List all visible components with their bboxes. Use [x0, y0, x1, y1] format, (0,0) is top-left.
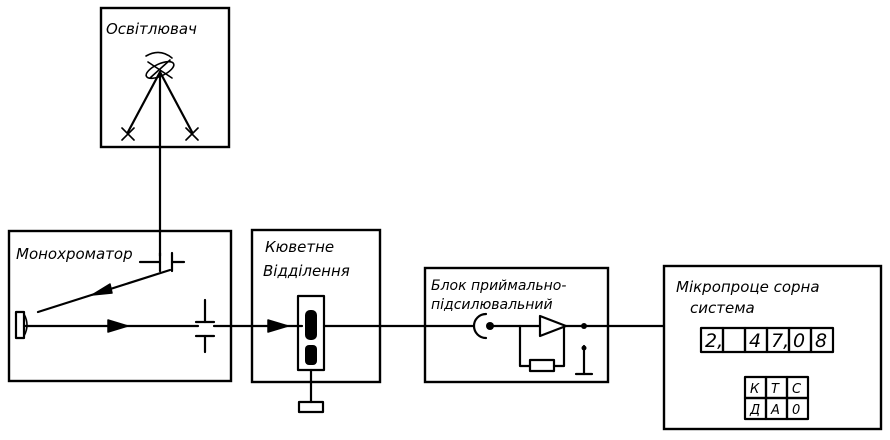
cross-mark-icon [121, 127, 135, 141]
illuminator-block: Освітлювач [99, 6, 231, 149]
monochromator-block: Монохроматор [7, 229, 233, 383]
keypad-key-label: А [770, 403, 780, 418]
ground-icon [574, 344, 594, 376]
keypad-key [785, 396, 810, 421]
receiver-amplifier-block: Блок приймально- підсилювальний [423, 266, 610, 384]
microprocessor-label-line2: система [690, 299, 755, 317]
cuvette-block: Кюветне Відділення [250, 228, 382, 414]
shutter-symbol [194, 298, 216, 354]
entrance-slit-icon [138, 251, 186, 273]
display-cell [721, 326, 747, 354]
cuvette-frame [250, 228, 382, 384]
display-digit: 8 [815, 330, 827, 352]
keypad-key-label: К [750, 382, 760, 397]
illuminator-frame [99, 6, 231, 149]
beam-arrow-icon [267, 319, 289, 333]
display-digit: 4 [749, 330, 761, 352]
microprocessor-frame [662, 264, 883, 431]
keypad-key-label: Т [771, 382, 780, 397]
display-cell [809, 326, 835, 354]
monochromator-frame [7, 229, 233, 383]
keypad-key-label: 0 [792, 403, 800, 418]
receiver-label-line2: підсилювальний [431, 297, 553, 313]
beam-arrow-icon [91, 283, 113, 296]
cross-mark-icon [185, 127, 199, 141]
illuminator-label: Освітлювач [106, 20, 197, 38]
amplifier-icon [538, 314, 568, 338]
feedback-loop [518, 324, 532, 368]
keypad-key-label: Д [749, 403, 760, 418]
resistor-icon [528, 358, 556, 373]
cuvette-label-line1: Кюветне [265, 238, 334, 256]
photodetector-icon [472, 312, 494, 340]
display-digit: 0 [793, 330, 805, 352]
cuvette-holder-icon [296, 294, 326, 414]
display-digit: 7, [771, 330, 789, 352]
monochromator-label: Монохроматор [16, 245, 133, 263]
receiver-label-line1: Блок приймально- [431, 278, 566, 294]
beam-arrow-icon [107, 319, 129, 333]
cuvette-label-line2: Відділення [263, 262, 350, 280]
display-digit: 2, [705, 330, 723, 352]
keypad-key-label: С [792, 382, 802, 397]
microprocessor-label-line1: Мікропроце сорна [676, 278, 820, 296]
